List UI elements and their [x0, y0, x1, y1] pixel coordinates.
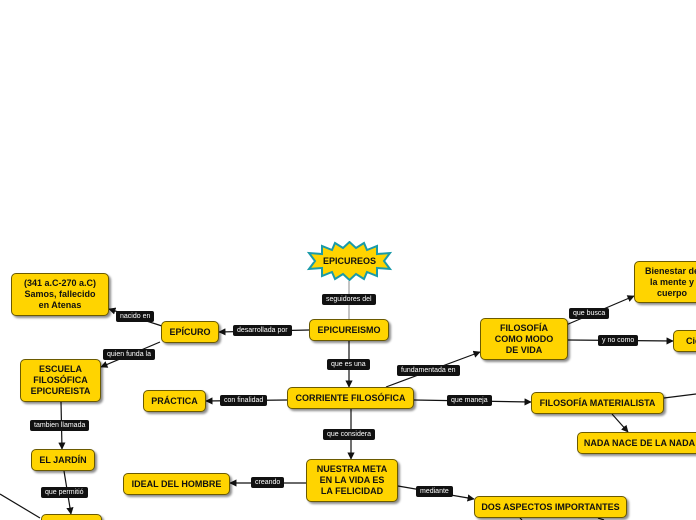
- link-label-creando: creando: [251, 477, 285, 488]
- node-partial-bottom-left[interactable]: [41, 514, 102, 520]
- node-birth-info[interactable]: (341 a.C-270 a.C) Samos, fallecido en At…: [11, 273, 109, 316]
- starburst-shape: [306, 241, 393, 281]
- link-label-finalidad: con finalidad: [220, 395, 268, 406]
- link-label-quien-funda: quien funda la: [103, 349, 155, 360]
- link-label-desarrollada: desarrollada por: [233, 325, 292, 336]
- link-label-no-como: y no como: [598, 335, 639, 346]
- node-materialista[interactable]: FILOSOFÍA MATERIALISTA: [531, 392, 664, 414]
- connector-materialista-offscreen: [663, 393, 696, 399]
- link-label-considera: que considera: [323, 429, 375, 440]
- link-label-busca: que busca: [569, 308, 610, 319]
- node-practica[interactable]: PRÁCTICA: [143, 390, 206, 412]
- link-label-fundamentada: fundamentada en: [397, 365, 460, 376]
- node-corriente[interactable]: CORRIENTE FILOSÓFICA: [287, 387, 414, 409]
- node-jardin[interactable]: EL JARDÍN: [31, 449, 95, 471]
- node-nada-nace[interactable]: NADA NACE DE LA NADA: [577, 432, 696, 454]
- node-epicuro[interactable]: EPÍCURO: [161, 321, 219, 343]
- node-filosofia-vida[interactable]: FILOSOFÍA COMO MODO DE VIDA: [480, 318, 568, 360]
- link-label-mediante: mediante: [416, 486, 453, 497]
- link-label-maneja: que maneja: [447, 395, 492, 406]
- node-ideal[interactable]: IDEAL DEL HOMBRE: [123, 473, 230, 495]
- node-cie[interactable]: Cie: [673, 330, 696, 352]
- node-epicureismo[interactable]: EPICUREISMO: [309, 319, 389, 341]
- connector-offscreen-left: [0, 493, 41, 519]
- link-label-nacido: nacido en: [116, 311, 155, 322]
- node-aspectos[interactable]: DOS ASPECTOS IMPORTANTES: [474, 496, 627, 518]
- node-escuela[interactable]: ESCUELA FILOSÓFICA EPICUREISTA: [20, 359, 101, 402]
- link-label-permitio: que permitió: [41, 487, 88, 498]
- link-label-tambien: tambien llamada: [30, 420, 90, 431]
- node-bienestar[interactable]: Bienestar de la mente y cuerpo: [634, 261, 696, 303]
- root-node-epicureos[interactable]: EPICUREOS: [305, 241, 394, 281]
- link-label-es-una: que es una: [327, 359, 370, 370]
- node-meta[interactable]: NUESTRA META EN LA VIDA ES LA FELICIDAD: [306, 459, 398, 502]
- root-label: EPICUREOS: [322, 256, 376, 266]
- link-label-seguidores: seguidores del: [322, 294, 376, 305]
- connector-materialista-nada: [611, 413, 629, 433]
